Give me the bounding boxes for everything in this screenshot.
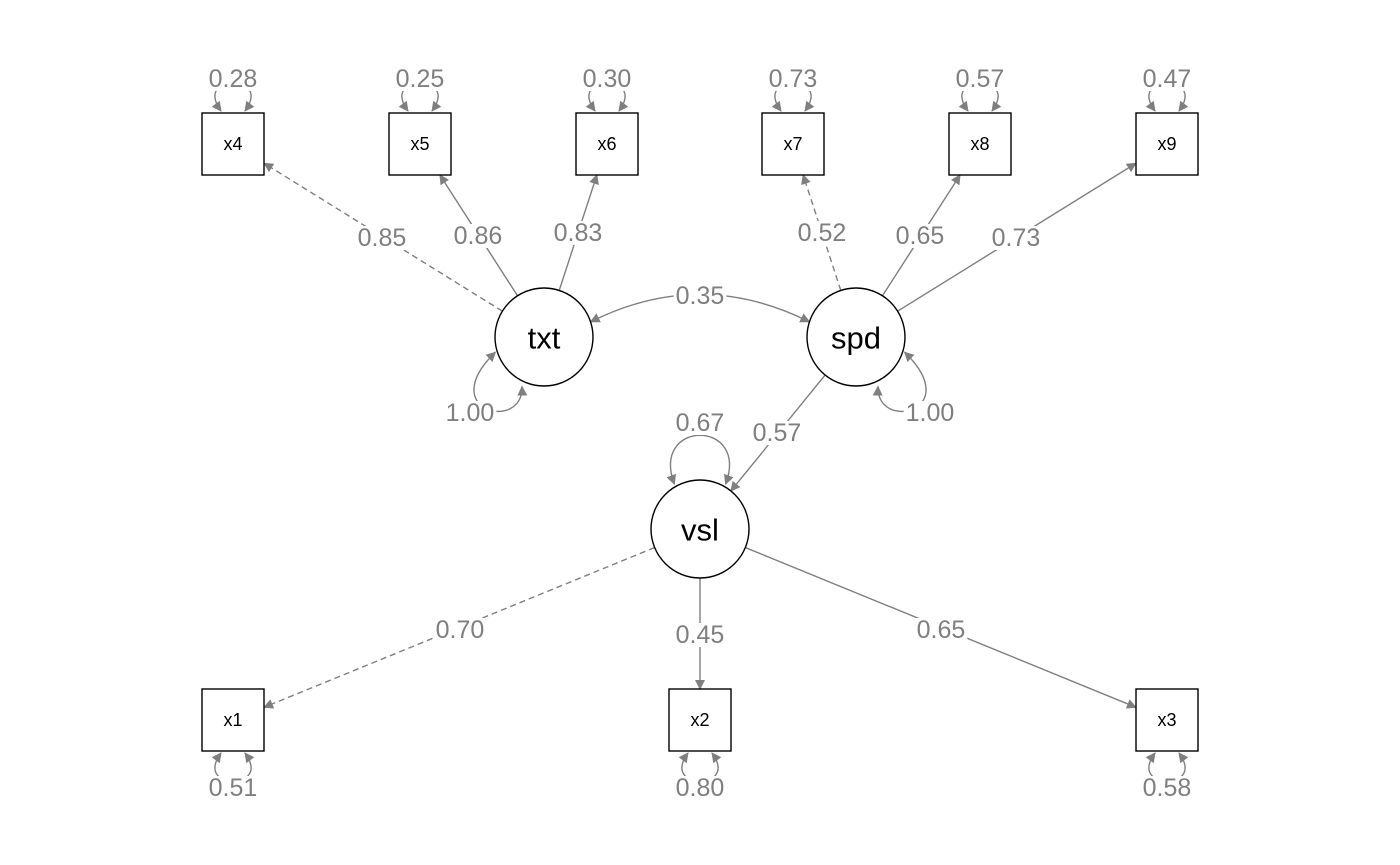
latent-node-label-vsl: vsl <box>681 513 719 548</box>
variance-label-spd-bg <box>903 401 957 425</box>
observed-node-label-x9: x9 <box>1157 134 1176 154</box>
latent-node-vsl <box>650 479 750 579</box>
loading-label-x4-bg <box>355 226 409 250</box>
loading-label-x5-bg <box>451 224 505 248</box>
observed-node-label-x6: x6 <box>597 134 616 154</box>
variance-label-spd: 1.00 <box>906 399 955 427</box>
variance-label-x2: 0.80 <box>676 774 725 802</box>
variance-label-x4: 0.28 <box>209 65 258 93</box>
loading-label-x5: 0.86 <box>454 222 503 250</box>
variance-label-x7: 0.73 <box>769 65 818 93</box>
regression-label-spd-vsl: 0.57 <box>753 419 802 447</box>
loading-label-x3-bg <box>914 618 968 642</box>
variance-label-x1: 0.51 <box>209 774 258 802</box>
variance-label-x5: 0.25 <box>396 65 445 93</box>
loading-label-x2: 0.45 <box>676 621 725 649</box>
loading-label-x8-bg <box>893 224 947 248</box>
loading-label-x8: 0.65 <box>896 222 945 250</box>
variance-label-txt-bg <box>443 401 497 425</box>
latent-node-label-txt: txt <box>528 321 561 356</box>
loading-label-x7-bg <box>795 221 849 245</box>
observed-node-x6 <box>575 112 639 176</box>
observed-node-label-x3: x3 <box>1157 710 1176 730</box>
loading-label-x1-bg <box>433 618 487 642</box>
loading-label-x2-bg <box>673 623 727 647</box>
observed-node-label-x1: x1 <box>223 710 242 730</box>
observed-node-x2 <box>668 688 732 752</box>
covariance-label-txt-spd: 0.35 <box>676 282 725 310</box>
covariance-label-txt-spd-bg <box>673 284 727 308</box>
variance-loop-vsl <box>666 434 734 485</box>
observed-node-x9 <box>1135 112 1199 176</box>
observed-node-label-x7: x7 <box>783 134 802 154</box>
latent-node-label-spd: spd <box>831 321 881 356</box>
variance-label-x6-bg <box>580 67 634 91</box>
variance-label-x2-bg <box>673 776 727 800</box>
variance-label-x9-bg <box>1140 67 1194 91</box>
variance-label-x3-bg <box>1140 776 1194 800</box>
variance-label-x8-bg <box>953 67 1007 91</box>
observed-node-label-x2: x2 <box>690 710 709 730</box>
latent-node-spd <box>806 287 906 387</box>
observed-node-label-x5: x5 <box>410 134 429 154</box>
variance-label-x3: 0.58 <box>1143 774 1192 802</box>
variance-label-x5-bg <box>393 67 447 91</box>
variance-label-txt: 1.00 <box>446 399 495 427</box>
observed-node-label-x4: x4 <box>223 134 242 154</box>
variance-label-x6: 0.30 <box>583 65 632 93</box>
loading-label-x7: 0.52 <box>798 219 847 247</box>
observed-node-label-x8: x8 <box>970 134 989 154</box>
loading-label-x9-bg <box>989 226 1043 250</box>
loading-label-x3: 0.65 <box>917 616 966 644</box>
observed-node-x1 <box>201 688 265 752</box>
variance-label-vsl: 0.67 <box>676 409 725 437</box>
observed-node-x4 <box>201 112 265 176</box>
labels-layer: 0.85 0.86 0.83 0.52 0.65 0.73 0.70 0.45 0.65 0.57… <box>206 65 1194 802</box>
variance-label-x1-bg <box>206 776 260 800</box>
latent-node-txt <box>494 287 594 387</box>
observed-node-x7 <box>761 112 825 176</box>
nodes-layer: x4 x5 x6 x7 x8 x9 x1 x2 x3 txt spd vsl <box>201 112 1199 752</box>
regression-label-spd-vsl-bg <box>750 421 804 445</box>
loading-label-x1: 0.70 <box>436 616 485 644</box>
observed-node-x3 <box>1135 688 1199 752</box>
loading-label-x4: 0.85 <box>358 224 407 252</box>
variance-label-x8: 0.57 <box>956 65 1005 93</box>
variance-label-x9: 0.47 <box>1143 65 1192 93</box>
variance-label-x4-bg <box>206 67 260 91</box>
variance-label-x7-bg <box>766 67 820 91</box>
loading-label-x6-bg <box>551 221 605 245</box>
observed-node-x5 <box>388 112 452 176</box>
observed-node-x8 <box>948 112 1012 176</box>
loading-label-x6: 0.83 <box>554 219 603 247</box>
loading-label-x9: 0.73 <box>992 224 1041 252</box>
variance-label-vsl-bg <box>673 411 727 435</box>
